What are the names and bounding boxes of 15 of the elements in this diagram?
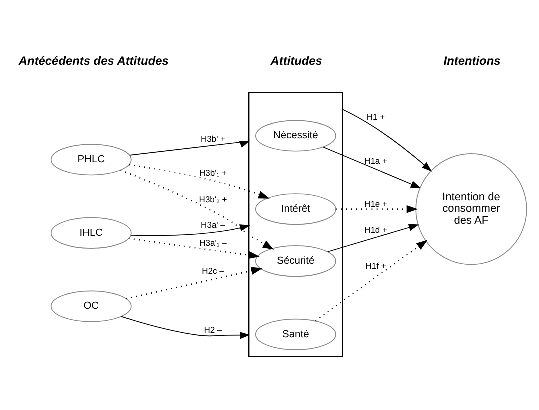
edge-label: H1e +	[364, 198, 388, 208]
edge-label: H3b'₁ +	[200, 168, 227, 178]
edge-label: H2c –	[202, 266, 224, 276]
edge-label: H3b'₂ +	[199, 194, 228, 204]
edge-label: H1a +	[364, 156, 388, 166]
edge-label: H1d +	[364, 224, 388, 235]
edge-label: H2 –	[204, 324, 222, 334]
edge-label: H3a'₁ –	[200, 237, 227, 248]
label: Antécédents des Attitudes	[18, 54, 169, 68]
edge-label: H1 +	[366, 111, 386, 122]
label: Intentions	[444, 54, 501, 68]
label: Attitudes	[270, 54, 322, 68]
edge-label: H1f +	[366, 260, 386, 270]
edge-label: H3a' –	[201, 220, 226, 230]
edge-label: H3b' +	[200, 134, 226, 144]
